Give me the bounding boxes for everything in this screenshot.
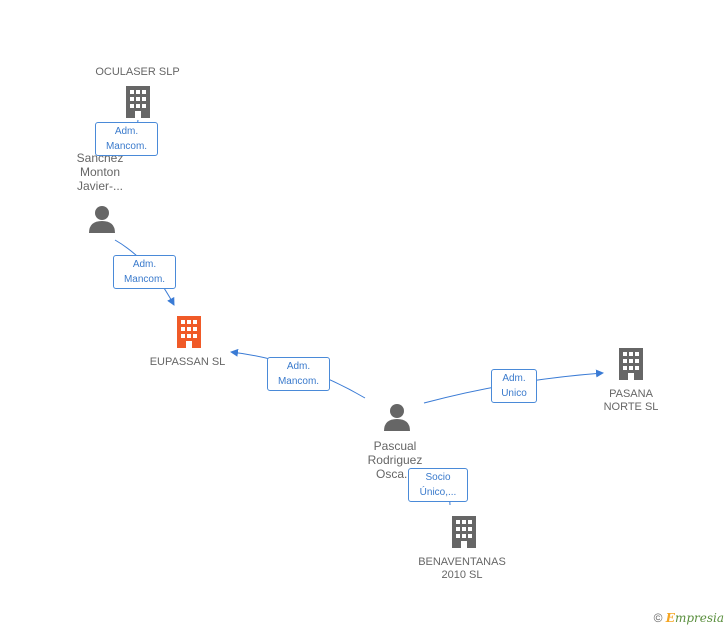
company-label-benaventanas[interactable]: BENAVENTANAS 2010 SL	[418, 556, 506, 581]
empresia-watermark: © Empresia	[654, 611, 724, 625]
brand-logo-text: mpresia	[674, 611, 724, 625]
person-icon-pascual[interactable]	[384, 404, 410, 431]
person-label-pascual[interactable]: Pascual Rodriguez Osca...	[367, 439, 423, 481]
building-icon-oculaser[interactable]	[126, 86, 150, 118]
person-label-sanchez[interactable]: Sanchez Monton Javier-...	[76, 151, 124, 193]
relation-label-pascual-eupassan[interactable]: Adm. Mancom.	[267, 357, 330, 391]
company-label-oculaser[interactable]: OCULASER SLP	[95, 66, 180, 78]
building-icon-benaventanas[interactable]	[452, 516, 476, 548]
person-icon-sanchez[interactable]	[89, 206, 115, 233]
company-label-eupassan[interactable]: EUPASSAN SL	[149, 356, 226, 368]
relation-label-sanchez-eupassan[interactable]: Adm. Mancom.	[113, 255, 176, 289]
copyright-symbol: ©	[653, 611, 663, 625]
relation-label-pascual-pasana[interactable]: Adm. Unico	[491, 369, 537, 403]
brand-logo-letter: E	[665, 611, 675, 625]
relation-label-pascual-benaventanas[interactable]: Socio Único,...	[408, 468, 468, 502]
company-label-pasana[interactable]: PASANA NORTE SL	[603, 388, 659, 413]
building-icon-pasana[interactable]	[619, 348, 643, 380]
relation-label-oculaser-sanchez[interactable]: Adm. Mancom.	[95, 122, 158, 156]
building-icon-eupassan[interactable]	[177, 316, 201, 348]
